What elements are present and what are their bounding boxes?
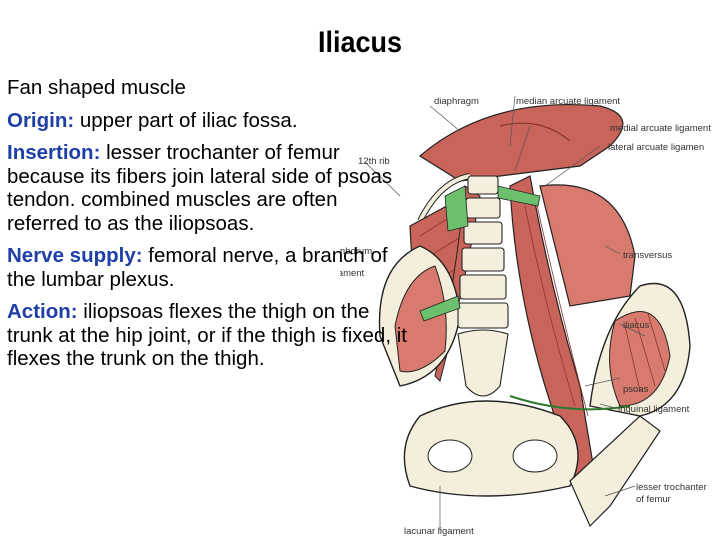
- label-inguinal: inguinal ligament: [618, 404, 690, 415]
- line-insertion: Insertion: lesser trochanter of femur be…: [7, 141, 393, 235]
- line-fan-shaped: Fan shaped muscle: [7, 76, 186, 99]
- label-lesser-trochanter-2: of femur: [636, 494, 671, 505]
- label-iliacus: iliacus: [623, 320, 650, 331]
- transversus-shape: [539, 184, 636, 307]
- label-quadratus: quadratus lumborum: [340, 246, 372, 257]
- label-iliolumbar: iliolumbar ligament: [340, 268, 365, 279]
- slide-title: Iliacus: [317, 26, 403, 59]
- label-diaphragm: diaphragm: [434, 96, 479, 107]
- origin-label: Origin:: [7, 108, 75, 132]
- ligament-green-1: [497, 185, 541, 207]
- label-lesser-trochanter-1: lesser trochanter: [636, 482, 707, 493]
- line-origin: Origin: upper part of iliac fossa.: [7, 108, 298, 132]
- label-median-arcuate: median arcuate ligament: [516, 96, 620, 107]
- ligament-green-2: [419, 295, 461, 322]
- inguinal-ligament-line: [509, 395, 631, 411]
- label-lateral-arcuate: lateral arcuate ligamen: [608, 142, 704, 153]
- label-lacunar: lacunar ligament: [404, 526, 474, 537]
- nerve-supply-label: Nerve supply:: [7, 244, 143, 267]
- insertion-label: Insertion:: [7, 141, 101, 164]
- action-label: Action:: [7, 300, 78, 323]
- ligament-green-3: [444, 185, 469, 232]
- line-nerve-supply: Nerve supply: femoral nerve, a branch of…: [7, 244, 388, 291]
- femur-shape: [569, 415, 661, 528]
- label-psoas: psoas: [623, 384, 649, 395]
- diaphragm-shape: [418, 103, 624, 182]
- label-medial-arcuate: medial arcuate ligament: [610, 123, 711, 134]
- label-12th-rib: 12th rib: [358, 156, 390, 167]
- iliacus-right-shape: [609, 311, 671, 407]
- label-transversus: transversus: [623, 250, 672, 261]
- slide-body: Fan shaped muscle Origin: upper part of …: [7, 76, 407, 380]
- anatomy-illustration: diaphragm median arcuate ligament medial…: [340, 95, 711, 537]
- line-action: Action: iliopsoas flexes the thigh on th…: [7, 300, 407, 370]
